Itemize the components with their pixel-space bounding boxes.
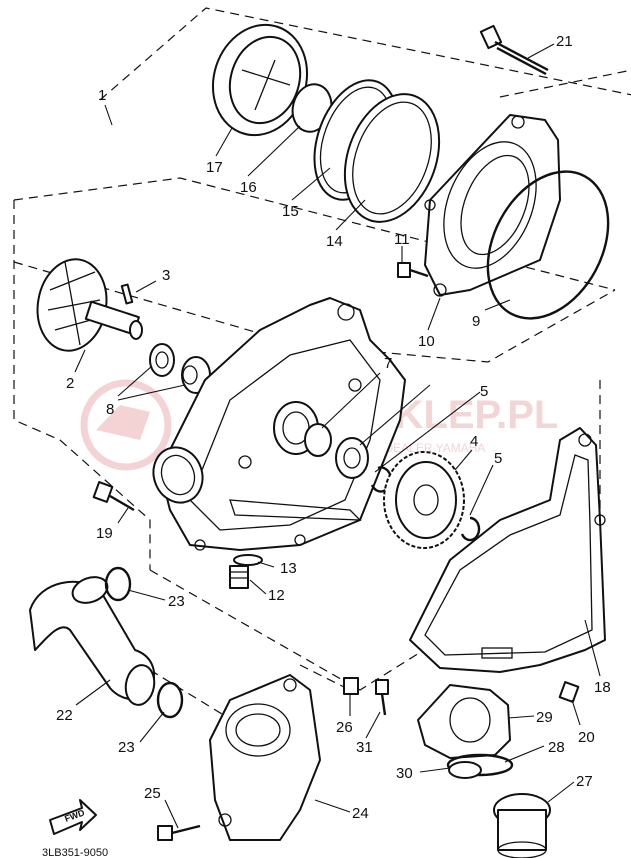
- callout-4: 4: [470, 433, 478, 450]
- part-21-long-bolt: [479, 24, 549, 76]
- callout-25: 25: [144, 785, 161, 802]
- callout-13: 13: [280, 560, 297, 577]
- part-19-bolt: [92, 481, 135, 512]
- callout-27: 27: [576, 773, 593, 790]
- part-11-small-bolt: [397, 262, 429, 278]
- callout-21: 21: [556, 33, 573, 50]
- callout-23a: 23: [168, 593, 185, 610]
- watermark-logo: [80, 379, 172, 471]
- callouts: 1 2 3 4 5 5 7 8 9 10 11 12 13 14 15 16 1…: [56, 33, 611, 822]
- callout-8: 8: [106, 401, 114, 418]
- callout-22: 22: [56, 707, 73, 724]
- callout-17: 17: [206, 159, 223, 176]
- callout-5a: 5: [480, 383, 488, 400]
- part-3-pin: [120, 283, 134, 305]
- part-8-seals: [149, 343, 211, 394]
- callout-19: 19: [96, 525, 113, 542]
- part-23-o-ring-upper: [104, 566, 132, 602]
- callout-2: 2: [66, 375, 74, 392]
- callout-9: 9: [472, 313, 480, 330]
- part-24-thermostat-housing: [209, 674, 321, 841]
- callout-5b: 5: [494, 450, 502, 467]
- callout-30: 30: [396, 765, 413, 782]
- part-26-nut: [343, 677, 359, 695]
- part-31-bolt: [375, 679, 389, 716]
- callout-10: 10: [418, 333, 435, 350]
- callout-14: 14: [326, 233, 343, 250]
- part-29-thermostat-cover: [417, 684, 511, 759]
- callout-18: 18: [594, 679, 611, 696]
- drawing-code: 3LB351-9050: [42, 847, 108, 858]
- part-17-strainer-cover: [211, 23, 309, 137]
- callout-1: 1: [98, 87, 106, 104]
- part-2-impeller: [36, 258, 143, 352]
- part-12-drain-plug: [229, 565, 249, 589]
- callout-23b: 23: [118, 739, 135, 756]
- callout-7: 7: [384, 355, 392, 372]
- part-18-gasket: [409, 427, 606, 673]
- callout-15: 15: [282, 203, 299, 220]
- part-5-circlip-second: [460, 516, 481, 542]
- part-6-bearing: [335, 437, 369, 479]
- part-27-thermostat: [493, 793, 551, 858]
- callout-12: 12: [268, 587, 285, 604]
- part-25-bolt: [157, 824, 201, 841]
- callout-31: 31: [356, 739, 373, 756]
- part-10-pump-cover: [424, 114, 561, 297]
- callout-20: 20: [578, 729, 595, 746]
- part-9-large-o-ring: [486, 170, 610, 320]
- callout-24: 24: [352, 805, 369, 822]
- part-4-drive-gear: [383, 451, 465, 549]
- callout-29: 29: [536, 709, 553, 726]
- pump-housing: [152, 297, 406, 551]
- callout-16: 16: [240, 179, 257, 196]
- leader-lines: [74, 43, 601, 829]
- part-28-o-ring: [446, 753, 514, 777]
- part-23-o-ring-lower: [156, 681, 184, 719]
- fwd-arrow-icon: FWD: [49, 799, 97, 835]
- callout-3: 3: [162, 267, 170, 284]
- callout-26: 26: [336, 719, 353, 736]
- callout-11: 11: [394, 231, 410, 248]
- callout-28: 28: [548, 739, 565, 756]
- part-20-plug: [558, 681, 580, 703]
- part-22-water-pipe: [29, 576, 156, 706]
- part-30-collar: [448, 761, 482, 779]
- part-13-small-o-ring: [233, 554, 263, 566]
- part-7-bearing: [304, 423, 332, 457]
